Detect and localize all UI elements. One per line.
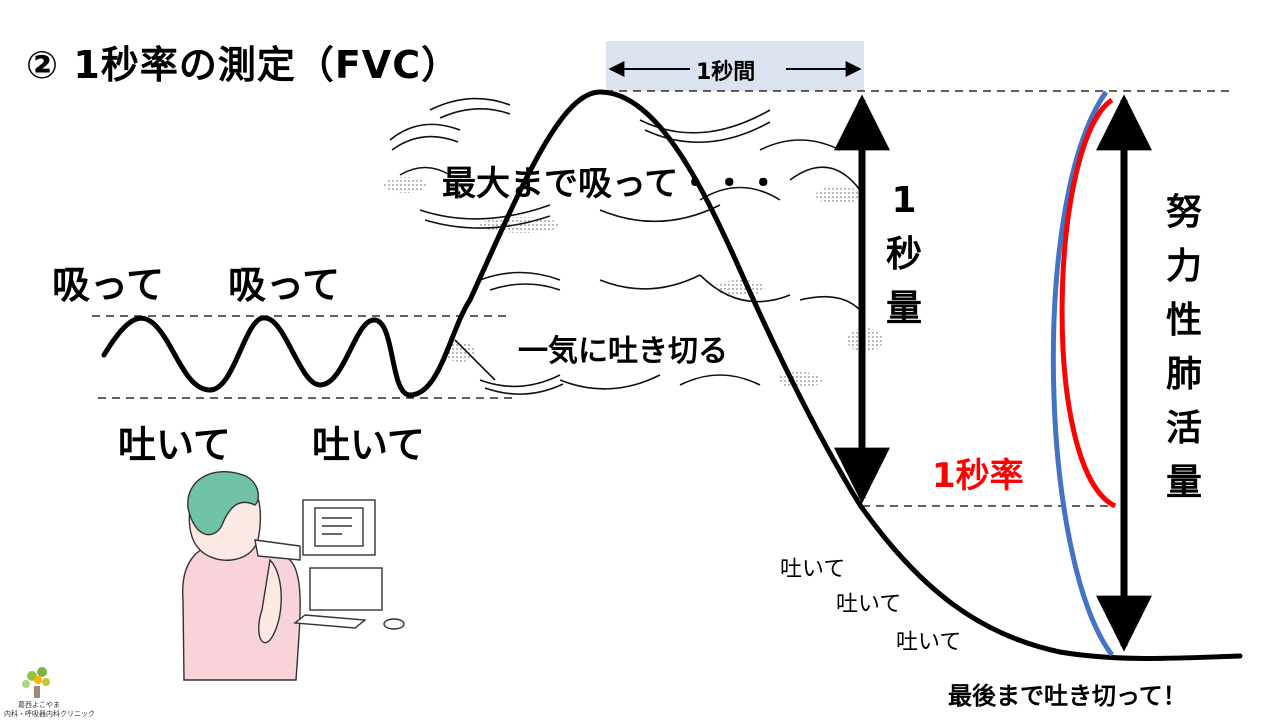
- dashed-guides: [92, 90, 1230, 507]
- fev1-red-arc: [1059, 97, 1117, 509]
- one-second-label: 1秒間: [696, 60, 756, 85]
- fvc-blue-arc: [1050, 90, 1114, 657]
- exhale-label: 吐いて: [312, 423, 425, 467]
- inhale-label: 吸って: [52, 263, 165, 307]
- final-instruction: 最後まで吐き切って！: [948, 682, 1187, 710]
- exhale-label: 吐いて: [118, 423, 231, 467]
- keep-exhaling-label: 吐いて: [780, 557, 846, 582]
- keep-exhaling-label: 吐いて: [836, 592, 902, 617]
- keep-exhaling-label: 吐いて: [896, 630, 962, 655]
- fvc-label: 努 力 性 肺 活 量: [1165, 192, 1202, 503]
- clinic-logo-text: 葛西よこやま: [18, 701, 60, 709]
- patient-illustration: [182, 471, 405, 681]
- inhale-label: 吸って: [228, 263, 341, 307]
- clinic-logo-subtext: 内科・呼吸器内科クリニック: [4, 710, 95, 718]
- fev1-ratio-label: 1秒率: [932, 456, 1024, 496]
- exhale-burst-label: 一気に吐き切る: [518, 334, 728, 369]
- inhale-max-label: 最大まで吸って・・・: [442, 164, 781, 204]
- clinic-logo-icon: [22, 667, 50, 698]
- one-second-band: [606, 41, 864, 91]
- volume-curve: [101, 89, 1243, 661]
- fev1-label: 1 秒 量: [885, 180, 922, 329]
- page-title: ② 1秒率の測定（FVC）: [26, 43, 461, 87]
